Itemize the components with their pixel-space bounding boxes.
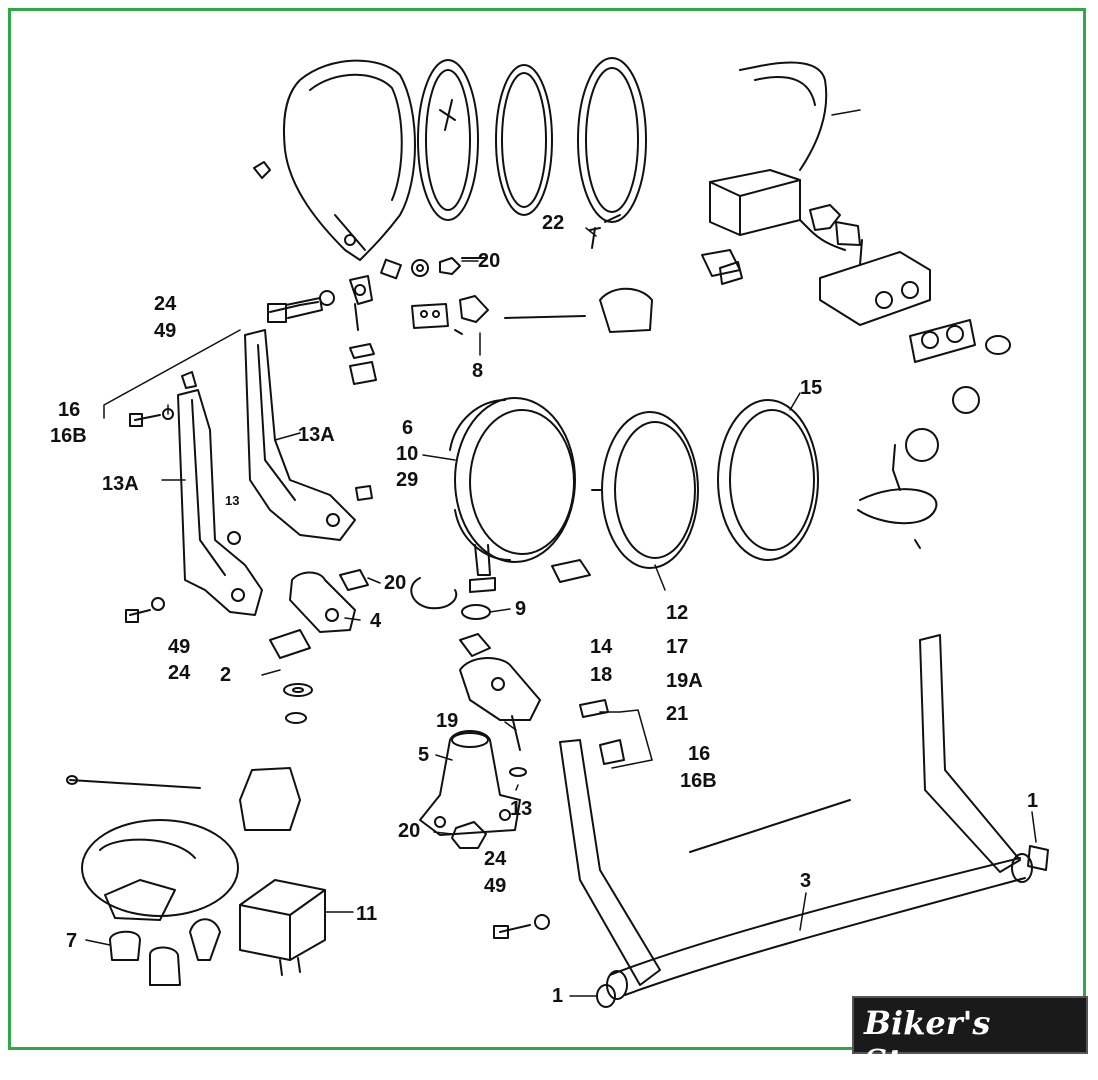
switch-plate: [411, 287, 653, 335]
small-nut: [253, 161, 271, 179]
indicator-relay-box: [709, 61, 861, 251]
callout-5: 5: [418, 744, 430, 766]
mounting-bar-3: [559, 634, 1033, 1000]
bar-bolt-24: [493, 914, 550, 939]
callout-20-top: 20: [478, 250, 501, 272]
callout-19: 19: [436, 710, 459, 732]
washer-and-nut-group: [380, 257, 486, 280]
callout-3: 3: [800, 870, 812, 892]
headlamp-trim-rim: [577, 57, 647, 223]
callout-18: 18: [590, 664, 613, 686]
nut-20-center: [451, 821, 487, 849]
callout-6: 6: [402, 417, 414, 439]
bracket-13A-left: [177, 389, 263, 616]
callout-49-lower: 49: [168, 636, 191, 658]
diagram-border: [8, 8, 1086, 1050]
callout-24-bottom: 24: [484, 848, 507, 870]
callout-13A-right: 13A: [298, 424, 335, 446]
callout-2: 2: [220, 664, 232, 686]
callout-24-lower: 24: [168, 662, 191, 684]
headlamp-shell: [282, 59, 416, 261]
spotlamp-housing: [449, 397, 576, 593]
spotlamp-sealed-beam: [591, 411, 699, 569]
brand-watermark: Biker's Store: [852, 996, 1088, 1080]
headlamp-seal-ring: [495, 64, 553, 216]
connector-clip: [701, 249, 743, 285]
callout-22: 22: [542, 212, 565, 234]
callout-16-left: 16: [58, 399, 81, 421]
spotlamp-rim: [717, 399, 819, 561]
callout-16B-right: 16B: [680, 770, 717, 792]
callout-12: 12: [666, 602, 689, 624]
leader-lines: [85, 109, 1037, 997]
callout-29: 29: [396, 469, 419, 491]
wiring-harness-loop: [857, 386, 980, 549]
callout-13: 13: [510, 798, 533, 820]
clamp-block-19: [459, 633, 541, 777]
callout-9: 9: [515, 598, 527, 620]
flasher-relay-11: [239, 879, 326, 976]
headlamp-lens: [417, 59, 479, 221]
callout-17: 17: [666, 636, 689, 658]
callout-15: 15: [800, 377, 823, 399]
callout-1-bottom: 1: [552, 985, 564, 1007]
callout-13-small: 13: [225, 493, 240, 508]
end-caps-1: [596, 845, 1049, 1008]
washer-stack-2: [269, 629, 313, 724]
relay-cover: [239, 767, 301, 831]
callout-13A-left: 13A: [102, 473, 139, 495]
callout-1-right: 1: [1027, 790, 1039, 812]
spacer-16: [579, 699, 625, 765]
callout-19A: 19A: [666, 670, 703, 692]
gasket-plate: [909, 319, 1011, 363]
cable-tie: [66, 775, 201, 789]
wiring-loop-7: [81, 819, 239, 921]
washer-9: [461, 604, 491, 620]
callout-21: 21: [666, 703, 689, 725]
bracket-13A-right: [244, 329, 356, 541]
bracket-bolts: [125, 371, 373, 623]
mount-clamp-4: [289, 569, 369, 633]
brand-text: Biker's Store: [864, 1004, 991, 1080]
rim-screw: [589, 227, 601, 249]
callout-49-bottom: 49: [484, 875, 507, 897]
lamp-wire-lead: [410, 577, 458, 610]
headlamp-bolt-and-eye: [267, 275, 377, 385]
long-rod: [689, 799, 851, 853]
callout-24-left: 24: [154, 293, 177, 315]
callout-10: 10: [396, 443, 419, 465]
callout-20-low: 20: [398, 820, 421, 842]
clips-7: [109, 918, 221, 986]
callout-16B-left: 16B: [50, 425, 87, 447]
callout-20-mid: 20: [384, 572, 407, 594]
callout-11: 11: [356, 903, 378, 925]
callout-16-right: 16: [688, 743, 711, 765]
switch-mount-bracket: [819, 239, 931, 326]
terminal-strip: [551, 559, 591, 583]
callout-4: 4: [370, 610, 382, 632]
callout-8: 8: [472, 360, 484, 382]
callout-7: 7: [66, 930, 78, 952]
callout-14: 14: [590, 636, 613, 658]
callout-49-left: 49: [154, 320, 177, 342]
rubber-mount-5: [419, 730, 521, 836]
